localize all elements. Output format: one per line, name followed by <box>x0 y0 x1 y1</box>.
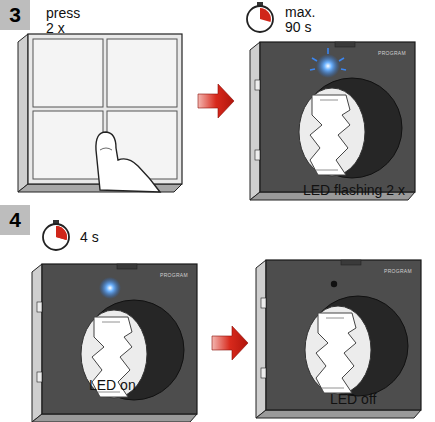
led-on <box>99 277 121 299</box>
stopwatch-fill <box>56 226 67 240</box>
instruction-label: press 2 x <box>46 6 88 36</box>
step-number-box: 4 <box>0 205 30 235</box>
push-button-switch <box>18 34 182 192</box>
instruction-label: LED flashing 2 x <box>303 183 433 198</box>
step-number: 4 <box>9 208 21 232</box>
device-module <box>256 260 421 418</box>
device-marking: PROGRAM <box>378 50 418 56</box>
step-number-box: 3 <box>0 0 30 30</box>
device-module <box>32 264 197 422</box>
device-marking: PROGRAM <box>160 272 200 278</box>
led-flashing <box>310 48 346 78</box>
step-number: 3 <box>9 3 21 27</box>
instruction-label: max. 90 s <box>285 5 325 35</box>
stopwatch-icon <box>43 220 69 250</box>
pressing-finger <box>96 132 160 192</box>
red-arrow <box>212 326 248 360</box>
instruction-label: LED off <box>330 392 400 407</box>
red-arrow <box>198 84 234 118</box>
instruction-label: LED on <box>89 378 159 393</box>
stopwatch-icon <box>247 2 273 32</box>
device-marking: PROGRAM <box>384 268 424 274</box>
device-module <box>250 42 415 200</box>
instruction-label: 4 s <box>80 230 120 245</box>
